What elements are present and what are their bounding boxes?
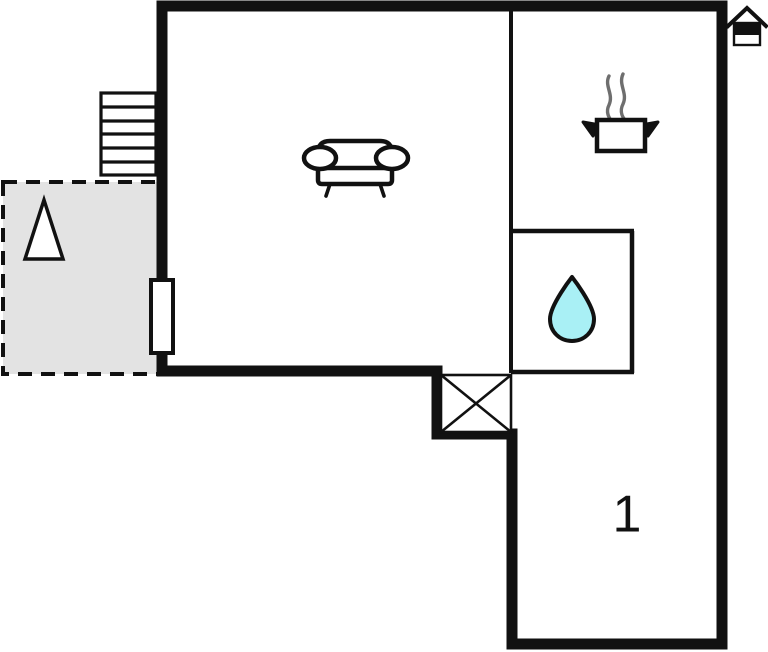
house-north-icon[interactable] — [725, 5, 768, 47]
terrace-area[interactable] — [1, 180, 165, 376]
sofa-icon — [301, 138, 411, 198]
crossed-box-icon[interactable] — [439, 373, 513, 434]
door-opening-icon[interactable] — [149, 278, 175, 355]
interior-walls — [509, 6, 635, 375]
water-drop-icon — [548, 275, 596, 343]
stairs-icon[interactable] — [99, 91, 158, 177]
building-outline — [156, 0, 728, 650]
cooking-pot-icon — [581, 72, 660, 154]
parasol-icon — [22, 194, 66, 261]
room-number-label: 1 — [613, 486, 642, 544]
terrace-outline — [1, 180, 165, 376]
